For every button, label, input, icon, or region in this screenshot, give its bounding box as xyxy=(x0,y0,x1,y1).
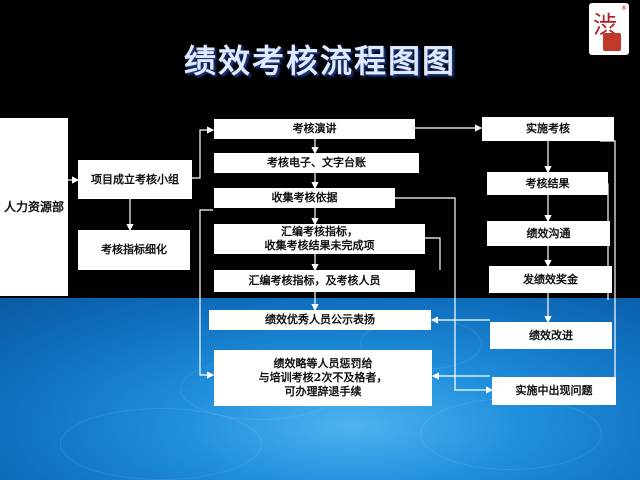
node-summarize-1-line-2: 收集考核结果未完成项 xyxy=(264,239,375,252)
node-result: 考核结果 xyxy=(487,172,608,195)
line-summary1 xyxy=(425,237,441,270)
registered-mark-icon: ® xyxy=(621,5,627,12)
node-summarize-1: 汇编考核指标， 收集考核结果未完成项 xyxy=(214,224,425,254)
node-collect-basis: 收集考核依据 xyxy=(214,188,395,208)
node-summarize-1-line-1: 汇编考核指标， xyxy=(281,225,358,238)
node-bonus: 发绩效奖金 xyxy=(489,266,612,293)
arrow-bus-to-punish xyxy=(199,209,215,379)
node-setup-team: 项目成立考核小组 xyxy=(78,160,192,199)
company-logo: 渋 ® xyxy=(589,3,629,55)
arrow-team-to-lecture xyxy=(192,126,215,179)
node-punish: 绩效略等人员惩罚给 与培训考核2次不及格者， 可办理辞退手续 xyxy=(214,350,432,406)
node-summarize-2: 汇编考核指标，及考核人员 xyxy=(214,270,415,292)
logo-seal-icon xyxy=(603,33,621,51)
line-right-outer xyxy=(600,140,616,377)
node-publicize: 绩效优秀人员公示表扬 xyxy=(209,310,431,330)
node-punish-line-2: 与培训考核2次不及格者， xyxy=(258,371,388,384)
node-hr: 人力资源部 xyxy=(0,118,68,296)
node-implement: 实施考核 xyxy=(482,117,614,141)
node-problems: 实施中出现问题 xyxy=(492,377,616,405)
node-ledger: 考核电子、文字台账 xyxy=(214,153,419,173)
node-improve: 绩效改进 xyxy=(490,322,612,349)
diagram-title: 绩效考核流程图图 xyxy=(183,42,456,80)
node-lecture: 考核演讲 xyxy=(214,119,415,139)
arrow-basis-to-problems xyxy=(395,197,494,394)
node-punish-line-3: 可办理辞退手续 xyxy=(284,385,362,398)
node-communicate: 绩效沟通 xyxy=(487,221,610,246)
node-refine-indicators: 考核指标细化 xyxy=(78,230,190,270)
node-punish-line-1: 绩效略等人员惩罚给 xyxy=(273,357,373,370)
